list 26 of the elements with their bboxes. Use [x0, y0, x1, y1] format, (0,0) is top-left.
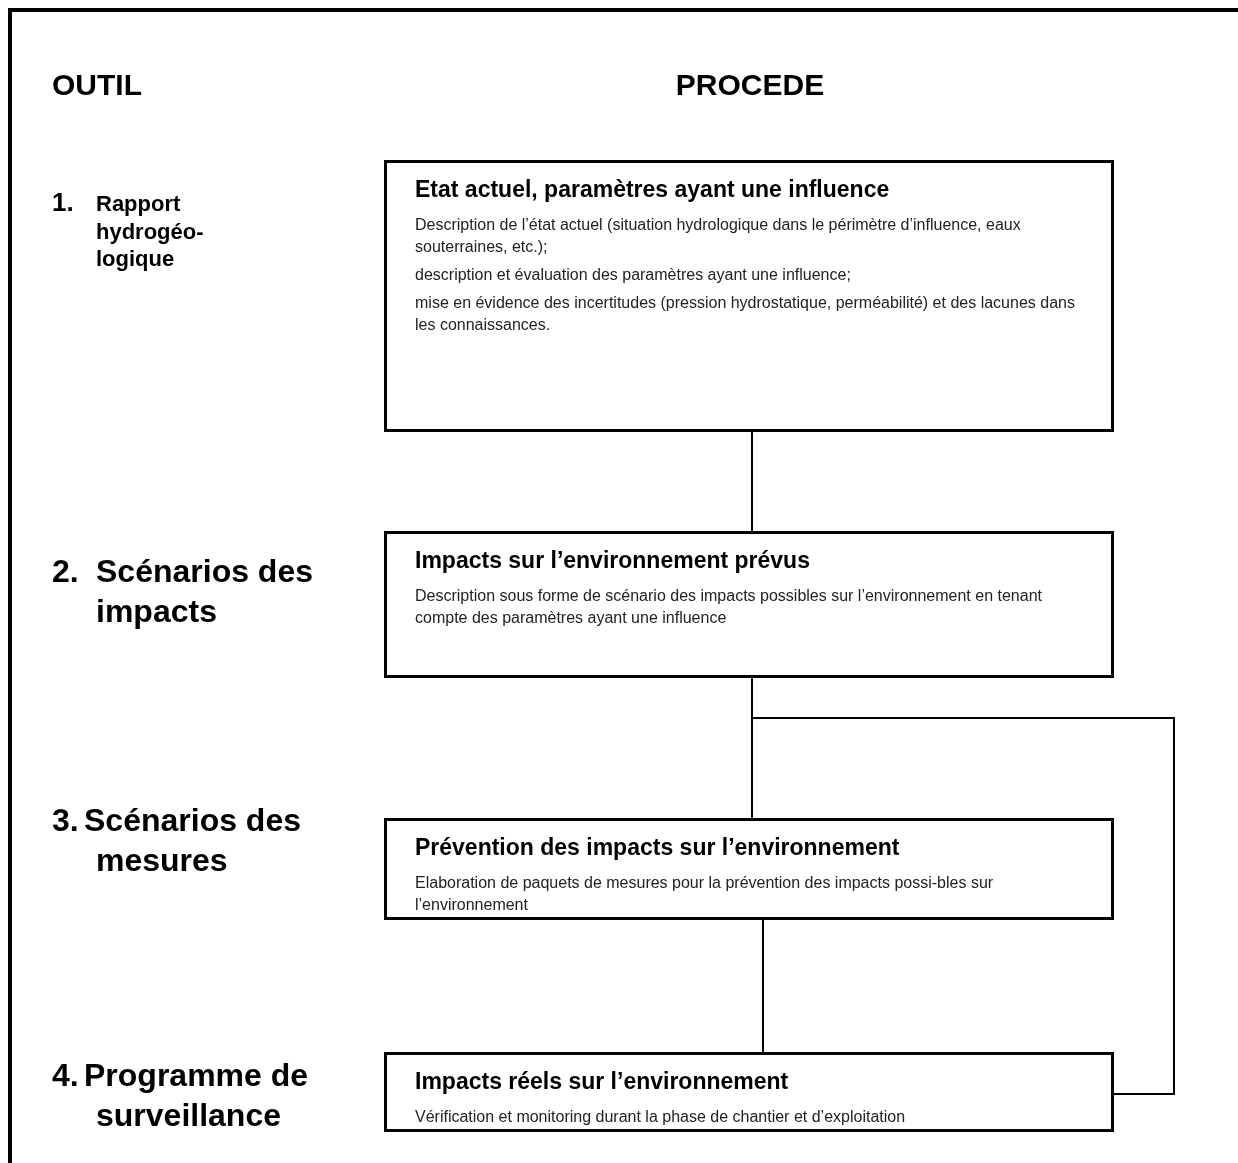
step-number: 2.: [52, 552, 80, 591]
connector-line: [762, 919, 764, 1053]
box-description: Description de l’état actuel (situation hydrologique dans le périmètre d’influence, eaux souterraines, etc.);: [415, 214, 1022, 257]
tool-label: Scénarios des mesures: [84, 801, 302, 880]
step-number: 1.: [52, 186, 75, 219]
tool-label: Programme de surveillance: [84, 1056, 310, 1135]
column-heading: OUTIL: [52, 67, 143, 103]
process-box: [384, 1052, 1114, 1132]
box-description: Vérification et monitoring durant la phase de chantier et d’exploitation: [415, 1106, 907, 1127]
box-heading: Prévention des impacts sur l’environnement: [415, 833, 901, 862]
column-heading: PROCEDE: [674, 67, 826, 103]
tool-label: Rapport hydrogéo-logique: [96, 190, 205, 273]
process-box: [384, 160, 1114, 432]
step-number: 4.: [52, 1056, 80, 1095]
tool-label: Scénarios des impacts: [96, 552, 314, 631]
box-description: mise en évidence des incertitudes (pression hydrostatique, perméabilité) et des lacunes dans les connaissances.: [415, 292, 1076, 335]
box-heading: Etat actuel, paramètres ayant une influence: [415, 175, 891, 204]
process-box: [384, 531, 1114, 678]
box-description: Elaboration de paquets de mesures pour la prévention des impacts possi-bles sur l’environnement: [415, 872, 995, 915]
step-number: 3.: [52, 801, 80, 840]
connector-line: [751, 431, 753, 532]
box-description: description et évaluation des paramètres ayant une influence;: [415, 264, 852, 285]
box-description: Description sous forme de scénario des impacts possibles sur l’environnement en tenant compte des paramètres ayant une influence: [415, 585, 1043, 628]
box-heading: Impacts réels sur l’environnement: [415, 1067, 790, 1096]
box-heading: Impacts sur l’environnement prévus: [415, 546, 811, 575]
process-box: [384, 818, 1114, 920]
